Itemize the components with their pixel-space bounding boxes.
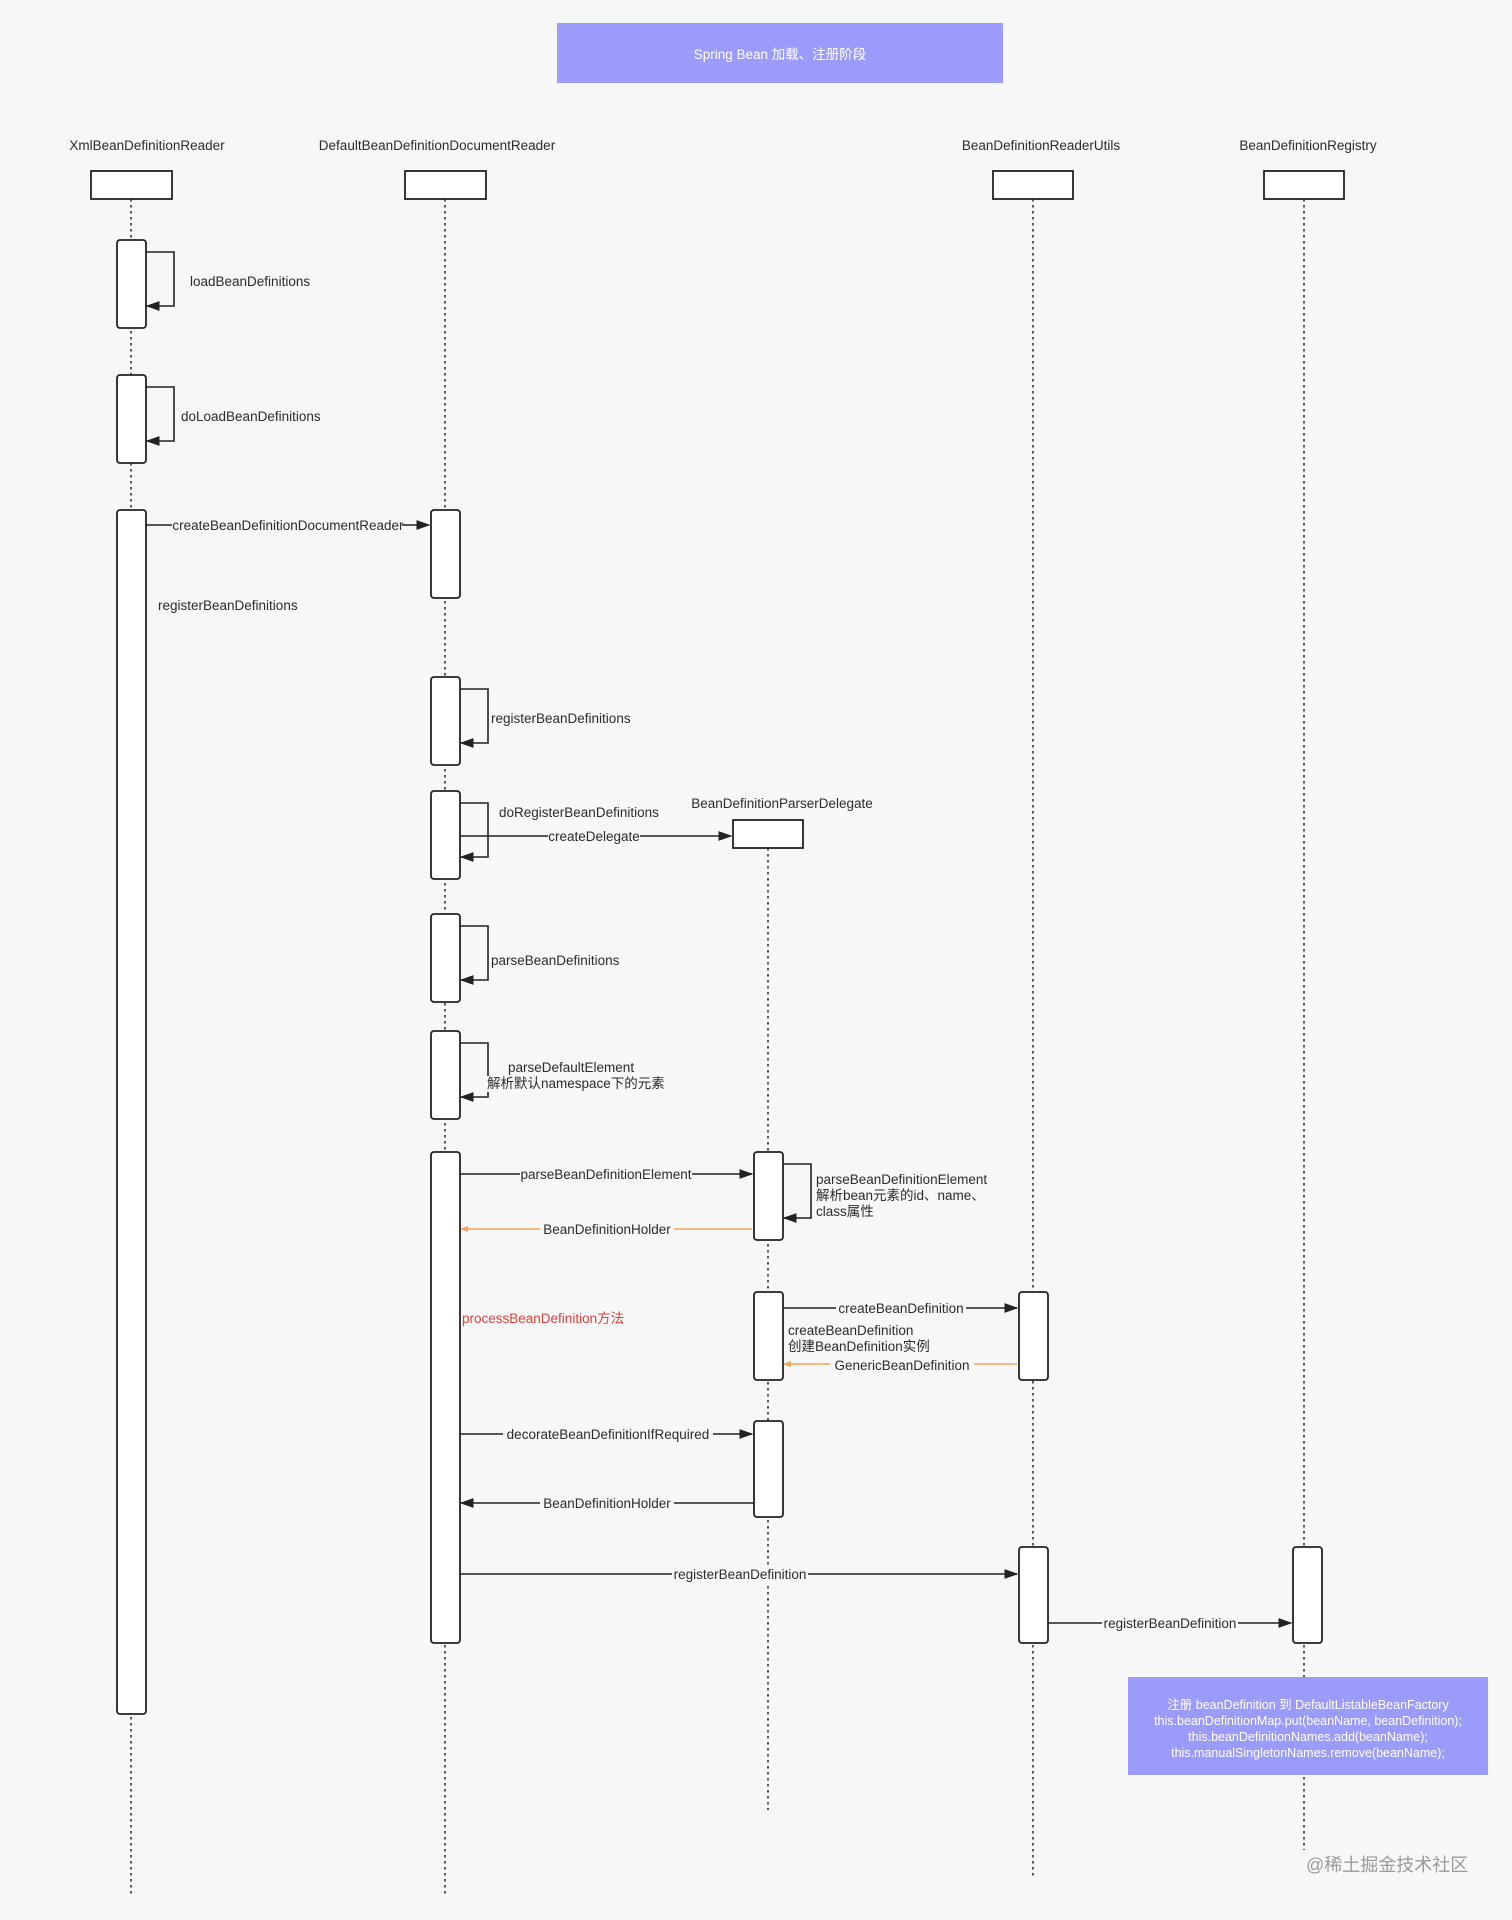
participant-box-delegate xyxy=(732,819,804,849)
activation-doc-3 xyxy=(430,790,461,880)
msg-label-processBeanDefinition: processBeanDefinition方法 xyxy=(462,1311,624,1326)
msg-label-parseBeanDefinitionElement-note-3: class属性 xyxy=(816,1204,874,1219)
activation-xml-1 xyxy=(116,239,147,329)
msg-label-parseBeanDefinitionElement-note-2: 解析bean元素的id、name、 xyxy=(816,1188,985,1203)
activation-delegate-1 xyxy=(753,1151,784,1241)
msg-label-registerBeanDefinitions-doc: registerBeanDefinitions xyxy=(491,711,631,726)
msg-loadBeanDefinitions xyxy=(145,251,175,311)
msg-label-beanDefinitionHolder-return-2: BeanDefinitionHolder xyxy=(543,1496,671,1511)
participant-box-doc xyxy=(404,170,487,200)
msg-parseBeanDefinitionElement-self xyxy=(782,1163,812,1223)
msg-label-parseBeanDefinitions: parseBeanDefinitions xyxy=(491,953,620,968)
msg-label-createBeanDefinition-call: createBeanDefinition xyxy=(838,1301,963,1316)
participant-box-registry xyxy=(1263,170,1345,200)
msg-label-doLoadBeanDefinitions: doLoadBeanDefinitions xyxy=(181,409,321,424)
msg-label-registerBeanDefinition-1: registerBeanDefinition xyxy=(674,1567,807,1582)
title-text: Spring Bean 加载、注册阶段 xyxy=(694,47,867,62)
note-line-2: this.beanDefinitionMap.put(beanName, bea… xyxy=(1154,1714,1462,1728)
msg-label-registerBeanDefinition-2: registerBeanDefinition xyxy=(1104,1616,1237,1631)
msg-label-doRegisterBeanDefinitions: doRegisterBeanDefinitions xyxy=(499,805,659,820)
participant-label-registry: BeanDefinitionRegistry xyxy=(1239,138,1377,153)
activation-doc-6 xyxy=(430,1151,461,1644)
msg-label-parseDefaultElement-1: parseDefaultElement xyxy=(508,1060,634,1075)
note-line-4: this.manualSingletonNames.remove(beanNam… xyxy=(1171,1746,1445,1760)
msg-parseBeanDefinitions xyxy=(459,925,489,985)
msg-label-registerBeanDefinitions-xml: registerBeanDefinitions xyxy=(158,598,298,613)
activation-doc-2 xyxy=(430,676,461,766)
msg-doLoadBeanDefinitions xyxy=(145,386,175,446)
activation-doc-1 xyxy=(430,509,461,599)
msg-label-loadBeanDefinitions: loadBeanDefinitions xyxy=(190,274,310,289)
participant-box-utils xyxy=(992,170,1074,200)
activation-utils-2 xyxy=(1018,1546,1049,1644)
participant-label-delegate: BeanDefinitionParserDelegate xyxy=(691,796,873,811)
msg-label-parseBeanDefinitionElement-note-1: parseBeanDefinitionElement xyxy=(816,1172,987,1187)
msg-doRegisterBeanDefinitions xyxy=(459,802,489,862)
msg-label-createDelegate: createDelegate xyxy=(548,829,640,844)
participant-label-xml: XmlBeanDefinitionReader xyxy=(69,138,225,153)
msg-label-createBeanDefinitionDocumentReader: createBeanDefinitionDocumentReader xyxy=(172,518,404,533)
msg-label-decorateBeanDefinitionIfRequired: decorateBeanDefinitionIfRequired xyxy=(507,1427,710,1442)
activation-doc-5 xyxy=(430,1030,461,1120)
activation-registry-1 xyxy=(1292,1546,1323,1644)
msg-label-beanDefinitionHolder-return-1: BeanDefinitionHolder xyxy=(543,1222,671,1237)
activation-xml-3 xyxy=(116,509,147,1715)
activation-delegate-3 xyxy=(753,1420,784,1518)
activation-doc-4 xyxy=(430,913,461,1003)
activation-utils-1 xyxy=(1018,1291,1049,1381)
note-line-1: 注册 beanDefinition 到 DefaultListableBeanF… xyxy=(1167,1697,1449,1712)
activation-delegate-2 xyxy=(753,1291,784,1381)
participant-box-xml xyxy=(90,170,173,200)
activation-xml-2 xyxy=(116,374,147,464)
msg-label-parseBeanDefinitionElement-call: parseBeanDefinitionElement xyxy=(520,1167,691,1182)
participant-label-doc: DefaultBeanDefinitionDocumentReader xyxy=(319,138,556,153)
watermark: @稀土掘金技术社区 xyxy=(1306,1855,1468,1875)
msg-label-createBeanDefinition-note-1: createBeanDefinition xyxy=(788,1323,913,1338)
msg-label-parseDefaultElement-2: 解析默认namespace下的元素 xyxy=(487,1076,665,1091)
note-box: 注册 beanDefinition 到 DefaultListableBeanF… xyxy=(1128,1677,1488,1775)
participant-label-utils: BeanDefinitionReaderUtils xyxy=(962,138,1121,153)
msg-label-createBeanDefinition-note-2: 创建BeanDefinition实例 xyxy=(788,1339,930,1354)
msg-registerBeanDefinitions-doc xyxy=(459,688,489,748)
note-line-3: this.beanDefinitionNames.add(beanName); xyxy=(1188,1730,1428,1744)
msg-parseDefaultElement xyxy=(459,1042,489,1102)
msg-label-genericBeanDefinition-return: GenericBeanDefinition xyxy=(834,1358,969,1373)
title-box: Spring Bean 加载、注册阶段 xyxy=(557,23,1003,83)
